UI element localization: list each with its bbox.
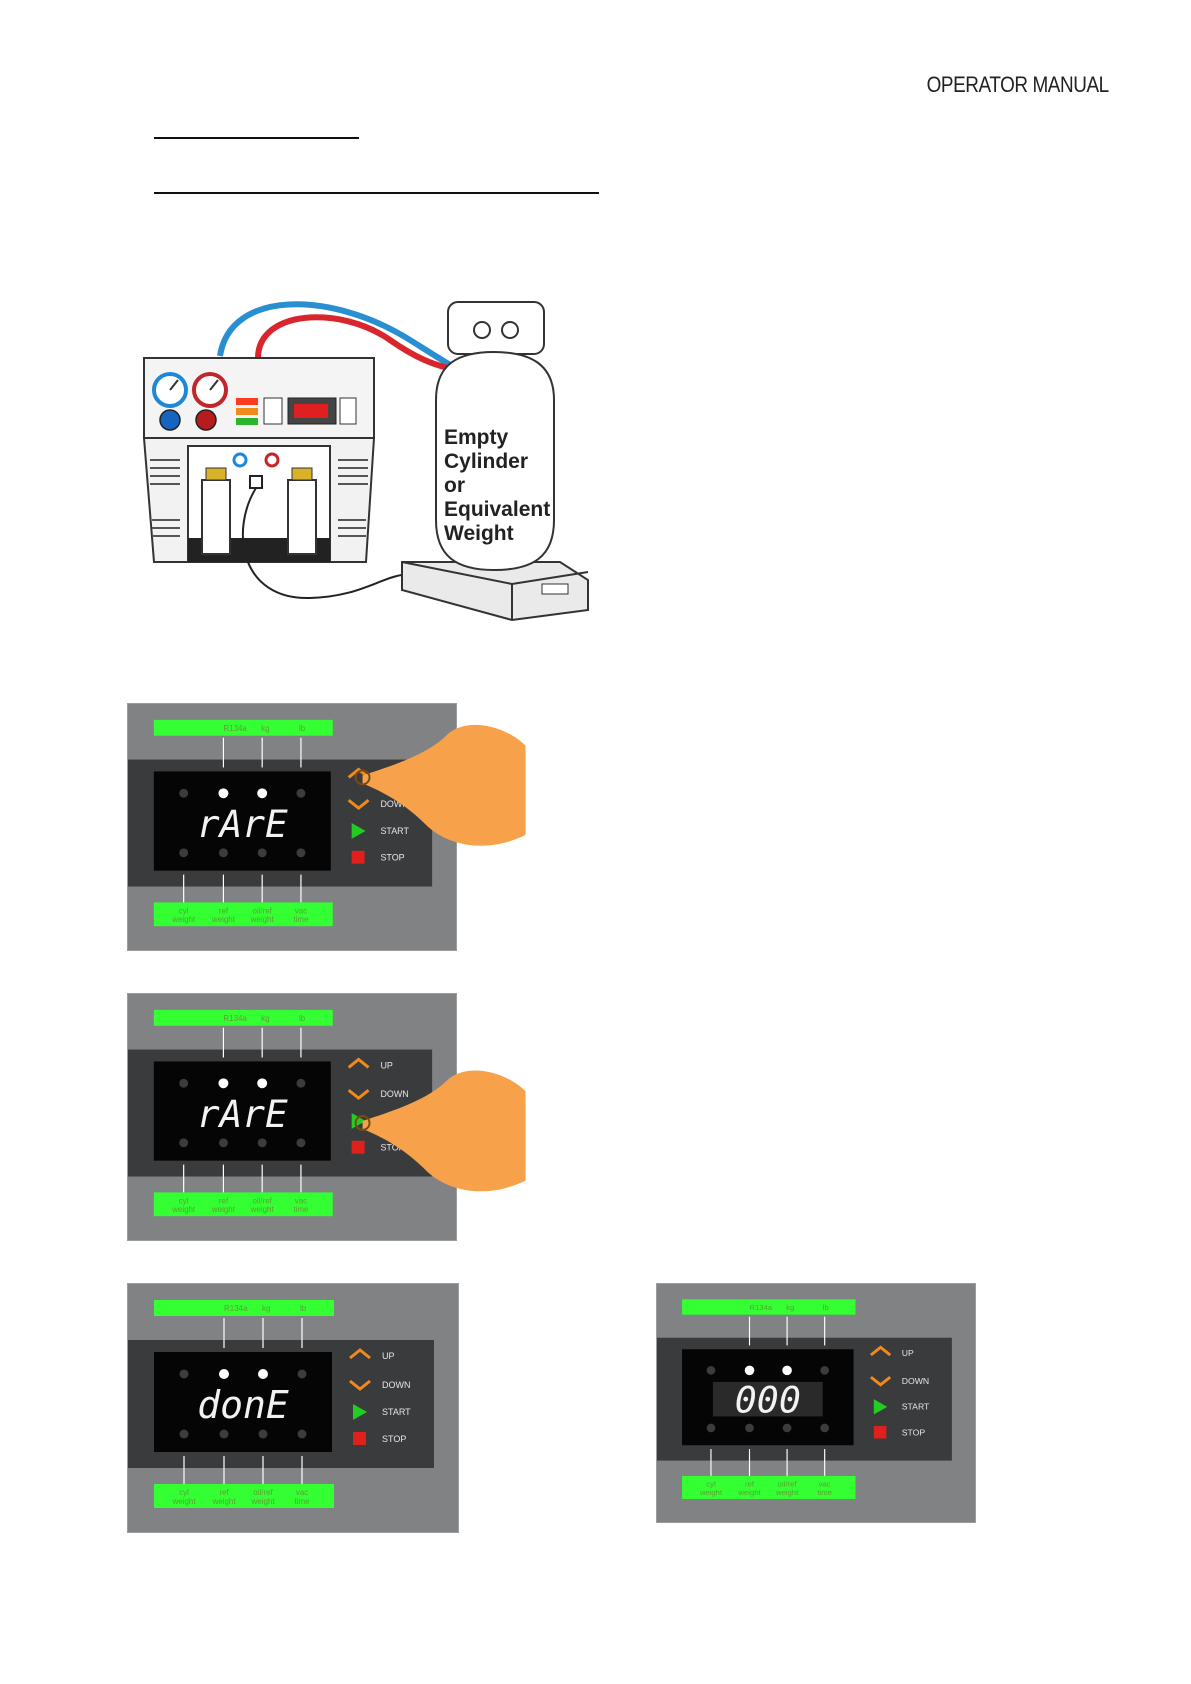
button-label-up: UP <box>902 1348 914 1358</box>
subheading-underline <box>154 192 599 194</box>
button-label-stop: STOP <box>380 1143 404 1153</box>
top-label: R134a <box>223 724 247 733</box>
bottom-label: weight <box>699 1488 723 1497</box>
display-readout: 000 <box>735 1379 801 1422</box>
bottom-label: weight <box>171 1497 196 1506</box>
bottom-label: time <box>294 1497 310 1506</box>
button-label-stop: STOP <box>902 1428 926 1438</box>
button-label-stop: STOP <box>382 1434 406 1444</box>
top-label: kg <box>786 1303 794 1312</box>
top-label: kg <box>261 724 269 733</box>
button-label-up: UP <box>380 1060 392 1070</box>
bottom-label: cyl <box>706 1480 716 1489</box>
button-label-down: DOWN <box>902 1376 929 1386</box>
bottom-label: weight <box>250 915 275 924</box>
bottom-label: ref <box>219 906 229 915</box>
control-panel-tare-start: R134a kg lb rArE UP DOWN START STOP <box>127 993 526 1241</box>
bottom-label: weight <box>171 1205 196 1214</box>
button-label-start: START <box>380 826 409 836</box>
top-label: lb <box>823 1303 829 1312</box>
control-panel-done: R134a kg lb donE UP DOWN START STOP <box>127 1283 459 1533</box>
bottom-label: weight <box>250 1497 275 1506</box>
bottom-label: weight <box>737 1488 761 1497</box>
control-panel-tare-up: R134a kg lb rArE UP DOWN START STOP <box>127 703 526 951</box>
button-label-start: START <box>382 1407 411 1417</box>
button-label-down: DOWN <box>382 1380 411 1390</box>
button-label-down: DOWN <box>380 799 408 809</box>
display-readout: rArE <box>197 1092 288 1136</box>
top-label-strip <box>682 1299 856 1315</box>
bottom-label: time <box>817 1488 832 1497</box>
page-header: OPERATOR MANUAL <box>926 72 1110 97</box>
top-label: lb <box>300 1304 307 1313</box>
pressing-hand-icon <box>354 1070 526 1192</box>
button-label-stop: STOP <box>380 853 404 863</box>
bottom-label: ref <box>219 1196 229 1205</box>
bottom-label: vac <box>819 1480 831 1489</box>
bottom-label: weight <box>171 915 196 924</box>
top-label-strip <box>153 1009 333 1026</box>
top-label: lb <box>299 1014 306 1023</box>
display-readout: donE <box>197 1383 289 1427</box>
bottom-label: weight <box>211 1205 236 1214</box>
control-panel-zero: R134a kg lb 000 UP DOWN START STOP <box>656 1283 976 1523</box>
bottom-label: cyl <box>179 1488 189 1497</box>
button-label-start: START <box>902 1402 930 1412</box>
bottom-label: time <box>293 1205 309 1214</box>
bottom-label: vac <box>295 1196 307 1205</box>
pressing-hand-icon <box>354 724 526 846</box>
bottom-label: weight <box>775 1488 799 1497</box>
heading-underline <box>154 137 359 139</box>
top-label: lb <box>299 724 306 733</box>
bottom-label: weight <box>250 1205 275 1214</box>
cylinder-label-line: Cylinder <box>444 450 528 473</box>
display-readout: rArE <box>197 802 288 846</box>
bottom-label: oil/ref <box>778 1480 798 1489</box>
bottom-label: cyl <box>179 1196 189 1205</box>
bottom-label: ref <box>745 1480 755 1489</box>
cylinder-label-line: Equivalent <box>444 498 550 521</box>
bottom-label: weight <box>211 915 236 924</box>
cylinder-label-line: Weight <box>444 522 514 545</box>
top-label-strip <box>153 719 333 736</box>
bottom-label: weight <box>211 1497 236 1506</box>
bottom-label: ref <box>219 1488 229 1497</box>
top-label: R134a <box>224 1304 248 1313</box>
bottom-label: time <box>293 915 309 924</box>
bottom-label: oil/ref <box>252 1196 272 1205</box>
button-label-down: DOWN <box>380 1089 408 1099</box>
machine-cylinder-illustration: Empty Cylinder or Equivalent Weight <box>140 300 640 670</box>
top-label-strip <box>154 1300 334 1316</box>
top-label: R134a <box>223 1014 247 1023</box>
top-label: kg <box>262 1304 270 1313</box>
top-label: kg <box>261 1014 269 1023</box>
button-label-up: UP <box>382 1351 395 1361</box>
bottom-label: oil/ref <box>253 1488 273 1497</box>
bottom-label: vac <box>296 1488 308 1497</box>
cylinder-label-line: or <box>444 474 465 497</box>
top-label: R134a <box>750 1303 773 1312</box>
cylinder-label-line: Empty <box>444 426 509 449</box>
bottom-label: vac <box>295 906 307 915</box>
bottom-label: cyl <box>179 906 189 915</box>
bottom-label: oil/ref <box>252 906 272 915</box>
